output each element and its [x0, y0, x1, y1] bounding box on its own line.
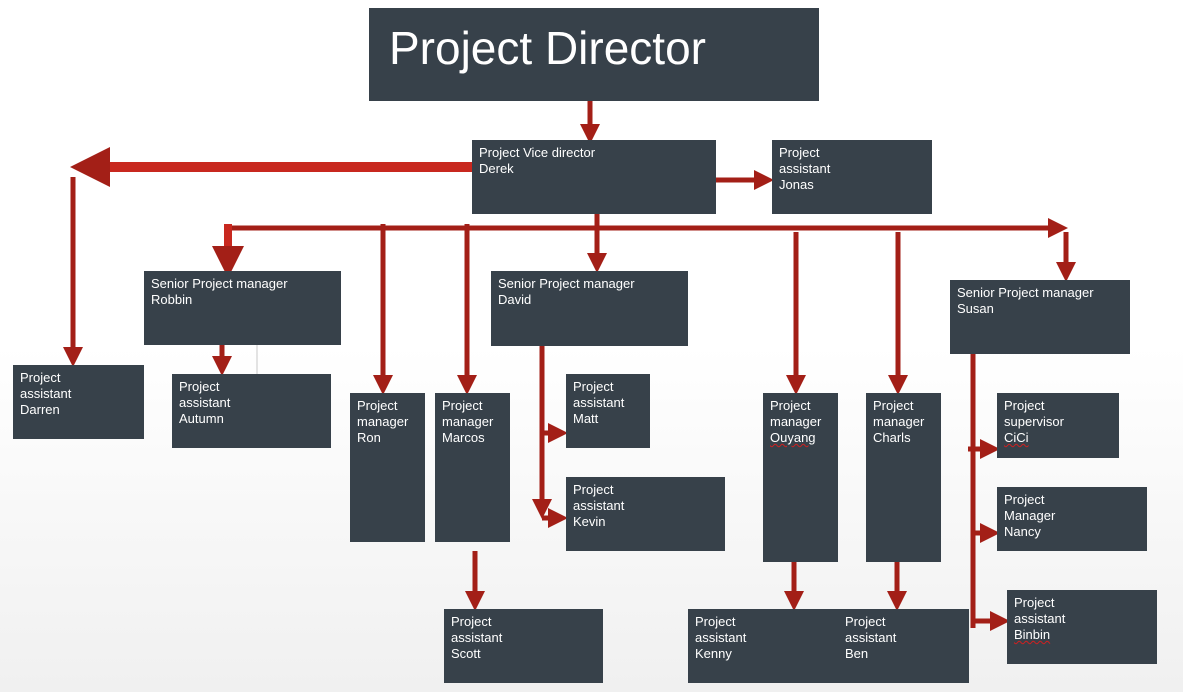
node-role: Project — [357, 398, 398, 413]
node-role: assistant — [695, 630, 747, 645]
node-role: manager — [770, 414, 822, 429]
node-role: Project — [573, 482, 614, 497]
node-role: Project — [695, 614, 736, 629]
node-role: assistant — [573, 395, 625, 410]
node-role: Project — [442, 398, 483, 413]
node-role: assistant — [573, 498, 625, 513]
node-person: Kevin — [573, 514, 606, 529]
node-role: assistant — [1014, 611, 1066, 626]
node-role: manager — [873, 414, 925, 429]
node-role: Senior Project manager — [498, 276, 635, 291]
node-role: assistant — [779, 161, 831, 176]
node-role: manager — [442, 414, 494, 429]
node-person: Nancy — [1004, 524, 1041, 539]
node-role: assistant — [179, 395, 231, 410]
node-person: Ron — [357, 430, 381, 445]
node-person: Ouyang — [770, 430, 816, 445]
node-role: assistant — [845, 630, 897, 645]
node-person: Ben — [845, 646, 869, 661]
node-role: Project — [1004, 492, 1045, 507]
node-person: David — [498, 292, 532, 307]
node-role: Senior Project manager — [957, 285, 1094, 300]
node-role: Project — [179, 379, 220, 394]
node-role: Project — [770, 398, 811, 413]
node-person: Susan — [957, 301, 994, 316]
node-title: Project Director — [389, 22, 706, 74]
node-person: Darren — [20, 402, 60, 417]
node-person: Kenny — [695, 646, 732, 661]
node-role: Project Vice director — [479, 145, 596, 160]
node-role: Project — [573, 379, 614, 394]
node-person: Scott — [451, 646, 481, 661]
node-role: Project — [873, 398, 914, 413]
node-role: Senior Project manager — [151, 276, 288, 291]
node-person: CiCi — [1004, 430, 1029, 445]
node-person: Autumn — [179, 411, 224, 426]
node-role: Manager — [1004, 508, 1056, 523]
node-role: Project — [1004, 398, 1045, 413]
node-role: assistant — [20, 386, 72, 401]
node-role: Project — [779, 145, 820, 160]
node-role: Project — [1014, 595, 1055, 610]
node-person: Jonas — [779, 177, 814, 192]
node-person: Matt — [573, 411, 599, 426]
node-role: Project — [845, 614, 886, 629]
node-role: assistant — [451, 630, 503, 645]
node-person: Charls — [873, 430, 911, 445]
node-role: manager — [357, 414, 409, 429]
node-person: Derek — [479, 161, 514, 176]
node-role: supervisor — [1004, 414, 1064, 429]
node-project-director[interactable]: Project Director — [369, 8, 819, 101]
node-person: Marcos — [442, 430, 485, 445]
node-person: Robbin — [151, 292, 193, 307]
node-role: Project — [451, 614, 492, 629]
node-role: Project — [20, 370, 61, 385]
node-person: Binbin — [1014, 627, 1051, 642]
